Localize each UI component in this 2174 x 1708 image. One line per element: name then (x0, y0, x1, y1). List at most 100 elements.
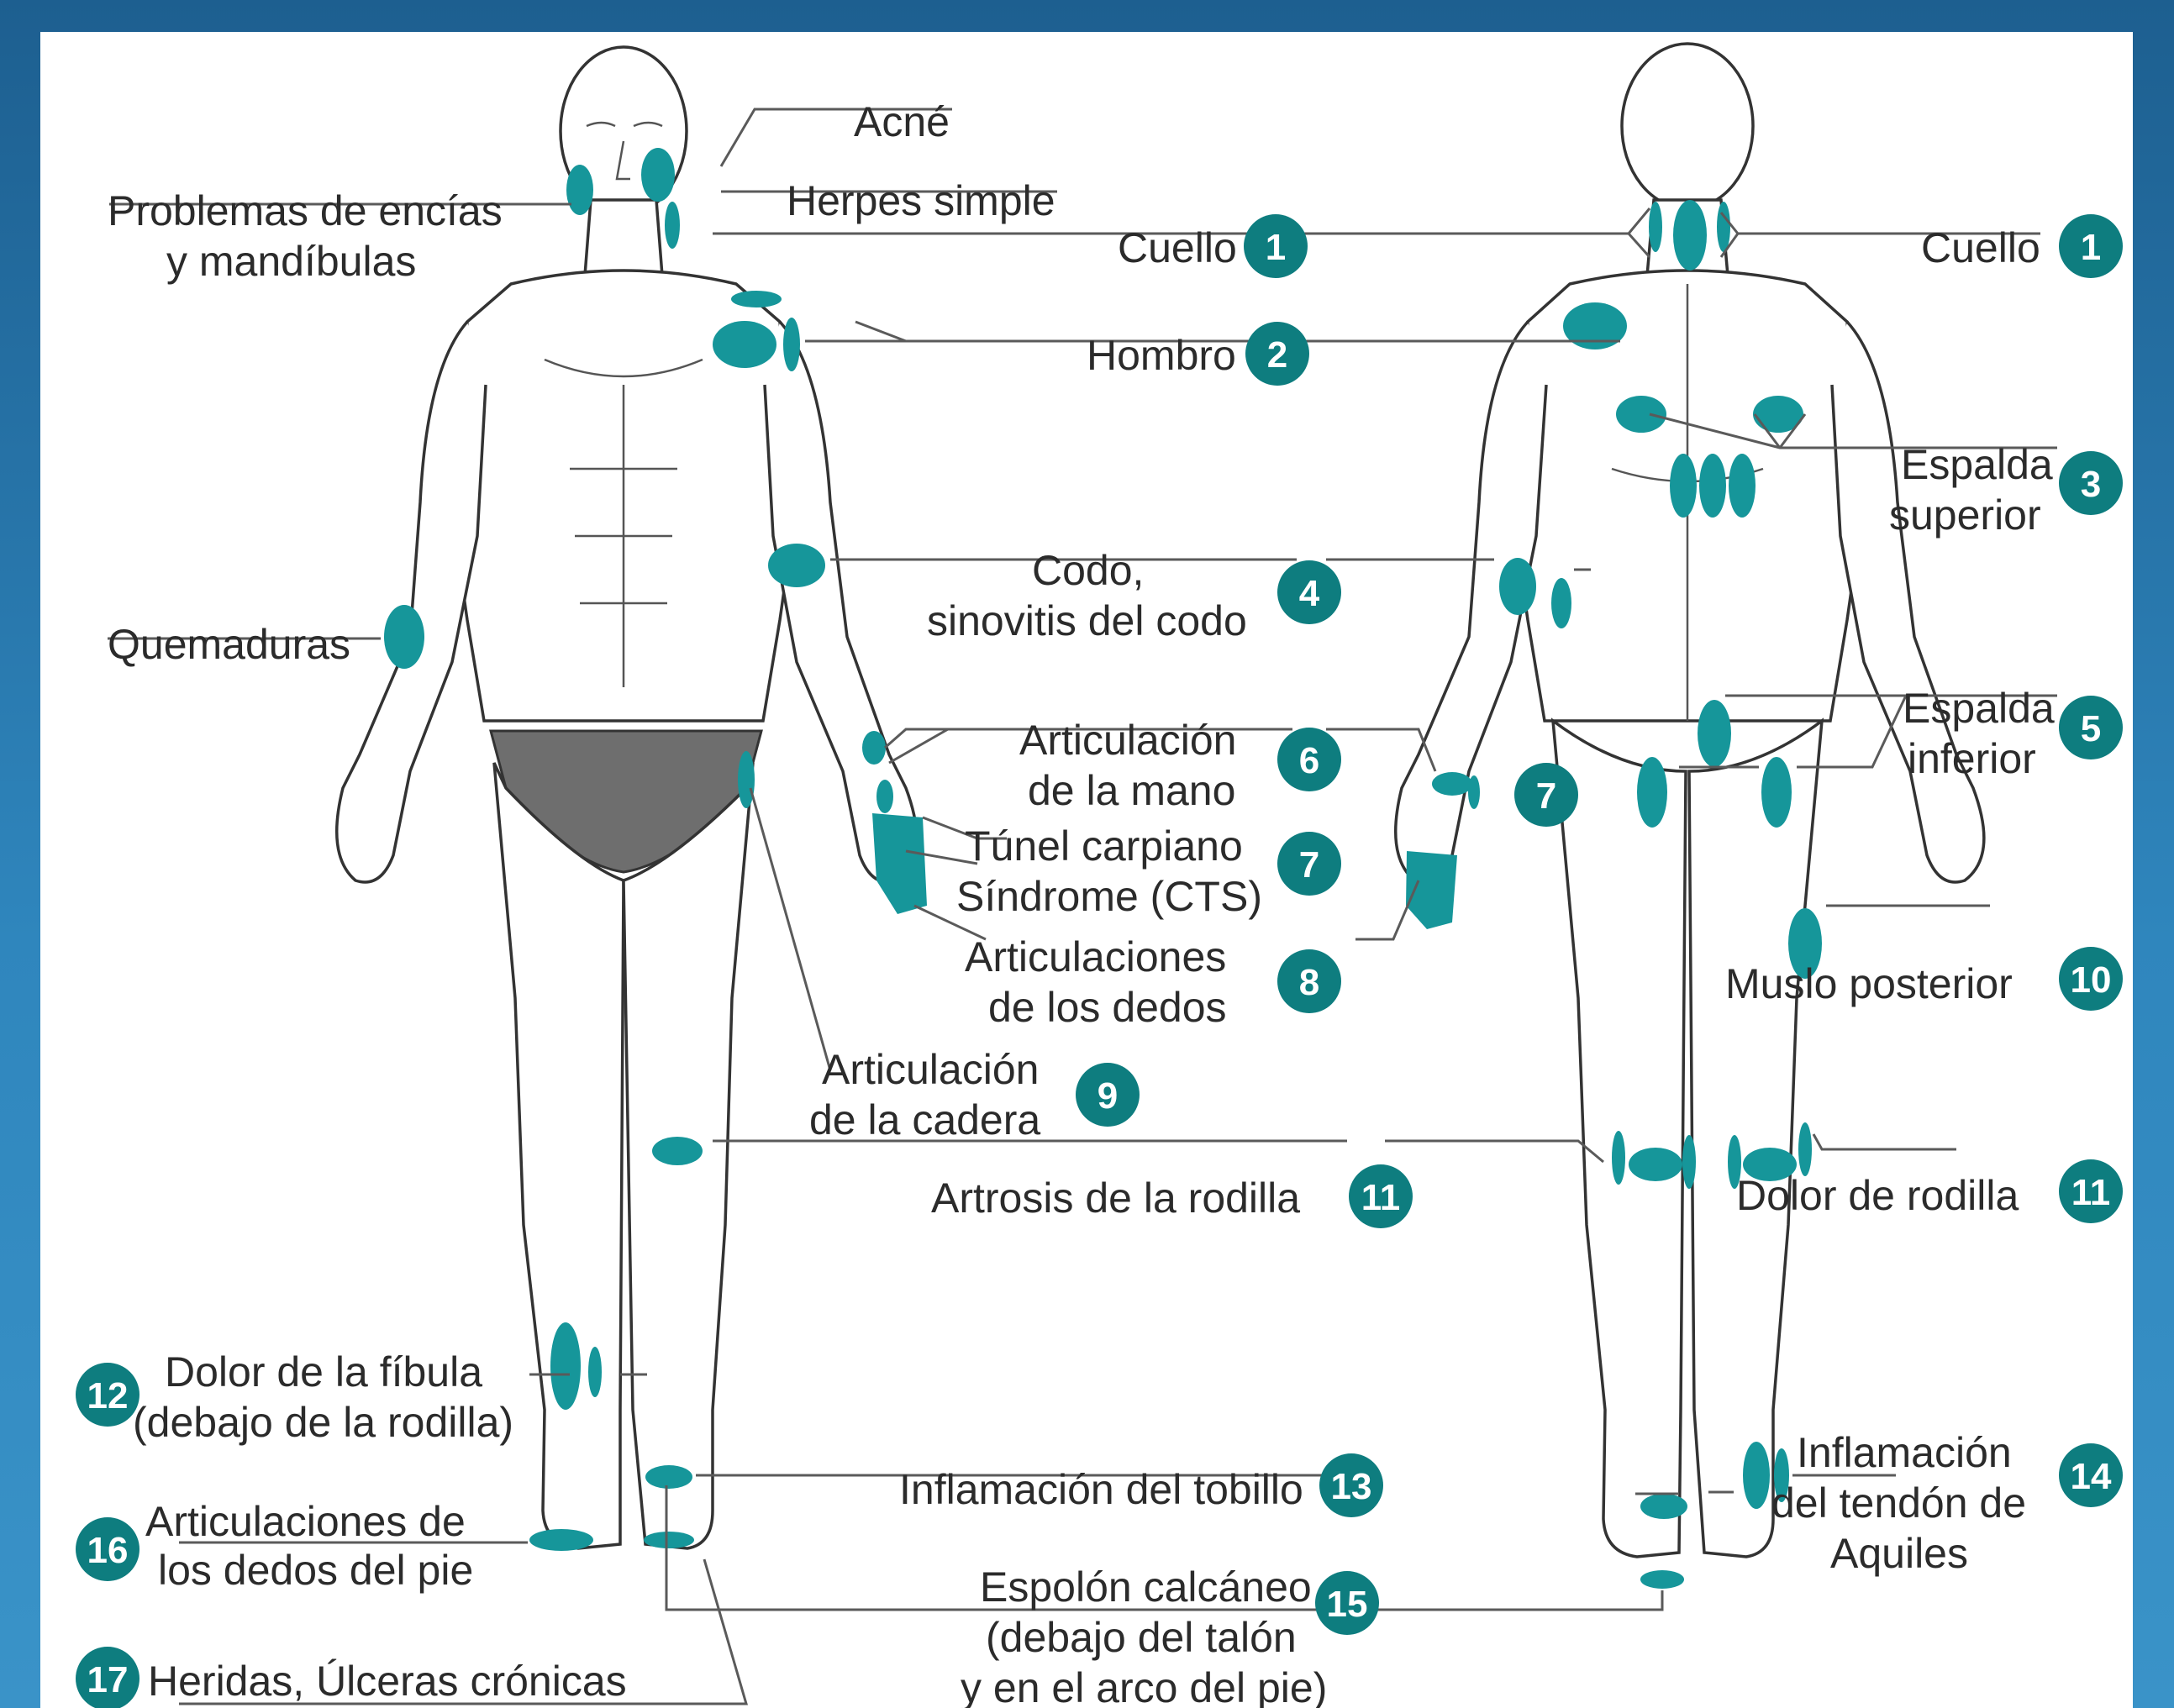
label-burns: Quemaduras (108, 621, 350, 668)
label-achilles-3: Aquiles (1830, 1530, 1968, 1577)
spot-achilles-2 (1774, 1448, 1789, 1502)
spot-neck-back-r (1717, 202, 1730, 252)
svg-text:11: 11 (1361, 1177, 1401, 1218)
label-knee-pain: Dolor de rodilla (1736, 1172, 2019, 1219)
badge-6: 6 (1277, 728, 1341, 791)
badge-12: 12 (76, 1363, 139, 1427)
label-thigh-back: Muslo posterior (1725, 960, 2013, 1007)
spot-ankle-back (1640, 1494, 1687, 1519)
label-lower-back-2: inferior (1908, 735, 2036, 782)
spot-lower-back-r (1761, 757, 1792, 828)
spot-hip (738, 751, 755, 808)
label-upper-back-1: Espalda (1901, 441, 2053, 488)
badge-5: 5 (2059, 696, 2123, 759)
label-heel-3: y en el arco del pie) (961, 1664, 1327, 1708)
svg-text:1: 1 (2081, 227, 2101, 268)
svg-text:15: 15 (1327, 1584, 1368, 1625)
spot-shoulder-side (783, 318, 800, 371)
badge-15: 15 (1315, 1571, 1379, 1635)
svg-text:12: 12 (87, 1375, 129, 1416)
spot-neck-back (1673, 200, 1707, 271)
spot-wrist-back (1432, 772, 1472, 796)
spot-elbow-back (1499, 558, 1536, 615)
svg-text:4: 4 (1299, 573, 1320, 614)
svg-text:6: 6 (1299, 740, 1319, 781)
badge-13: 13 (1319, 1453, 1383, 1517)
svg-text:11: 11 (2071, 1172, 2111, 1213)
label-shoulder: Hombro (1087, 332, 1236, 379)
spot-neck-back-l (1649, 202, 1662, 252)
spot-knee-front (652, 1137, 703, 1165)
spot-burns (384, 605, 424, 669)
spot-ankle-front (645, 1465, 692, 1489)
spot-upper-back-3 (1729, 454, 1756, 518)
badge-7-front: 7 (1277, 832, 1341, 896)
badge-17: 17 (76, 1647, 139, 1708)
spot-fingers-back (1406, 851, 1457, 929)
svg-text:7: 7 (1536, 775, 1556, 817)
badge-7-back: 7 (1514, 763, 1578, 827)
label-knee-arthrosis: Artrosis de la rodilla (931, 1175, 1300, 1222)
spot-elbow-front (768, 544, 825, 587)
label-fingers-2: de los dedos (988, 984, 1227, 1031)
label-achilles-1: Inflamación (1797, 1429, 2012, 1476)
svg-text:14: 14 (2071, 1456, 2112, 1497)
svg-text:3: 3 (2081, 464, 2101, 505)
label-fingers-1: Articulaciones (965, 933, 1226, 980)
spot-achilles (1743, 1442, 1770, 1509)
spot-knee-back-1 (1612, 1131, 1625, 1185)
label-elbow-1: Codo, (1032, 547, 1144, 594)
badge-8: 8 (1277, 949, 1341, 1013)
spot-thigh-back (1788, 908, 1822, 979)
spot-knee-back-4 (1798, 1122, 1812, 1176)
label-gums-1: Problemas de encías (108, 187, 503, 234)
spot-shoulder-front (713, 321, 776, 368)
label-gums-2: y mandíbulas (166, 238, 416, 285)
spot-shoulder-back (1563, 302, 1627, 349)
spot-toes (529, 1529, 593, 1551)
label-lower-back-1: Espalda (1903, 685, 2055, 732)
spot-gums (566, 165, 593, 215)
spot-lower-back-top (1698, 700, 1731, 767)
spot-upper-back-1 (1670, 454, 1697, 518)
svg-text:9: 9 (1098, 1075, 1118, 1117)
label-cts-2: Síndrome (CTS) (956, 873, 1262, 920)
back-body-figure (1394, 42, 1986, 1558)
spot-wounds (644, 1532, 694, 1548)
label-wrist-2: de la mano (1028, 767, 1235, 814)
label-fibula-1: Dolor de la fíbula (165, 1348, 482, 1395)
spot-fibula-2 (588, 1347, 602, 1397)
badge-1-back: 1 (2059, 214, 2123, 278)
spot-knee-back-l (1629, 1148, 1682, 1181)
spot-upper-back-r (1753, 396, 1803, 433)
label-acne: Acné (854, 98, 950, 145)
labels: Acné Herpes simple Problemas de encías y… (108, 98, 2055, 1708)
svg-text:5: 5 (2081, 708, 2101, 749)
svg-text:2: 2 (1267, 334, 1287, 376)
label-herpes: Herpes simple (787, 177, 1055, 224)
svg-text:13: 13 (1331, 1466, 1372, 1507)
badges: 1 1 2 3 4 5 6 7 7 8 9 10 11 11 12 13 14 … (76, 214, 2123, 1708)
badge-11-back: 11 (2059, 1159, 2123, 1223)
badge-10: 10 (2059, 947, 2123, 1011)
spot-lower-back-l (1637, 757, 1667, 828)
label-toes-1: Articulaciones de (145, 1498, 466, 1545)
svg-text:17: 17 (87, 1659, 129, 1700)
label-elbow-2: sinovitis del codo (927, 597, 1247, 644)
label-wrist-1: Articulación (1019, 717, 1236, 764)
spot-fingers-front (872, 813, 927, 914)
svg-text:16: 16 (87, 1530, 129, 1571)
badge-3: 3 (2059, 451, 2123, 515)
label-wounds: Heridas, Úlceras crónicas (148, 1658, 627, 1705)
spot-herpes (641, 148, 675, 202)
front-body-figure (335, 45, 919, 1550)
spot-elbow-back-2 (1551, 578, 1571, 628)
spot-knee-back-2 (1682, 1135, 1696, 1189)
pointer-lines (108, 108, 2057, 1705)
spot-knee-back-3 (1728, 1135, 1741, 1189)
label-hip-2: de la cadera (809, 1096, 1040, 1143)
spot-knee-back-r (1743, 1148, 1797, 1181)
label-heel-2: (debajo del talón (986, 1614, 1297, 1661)
badge-1-front: 1 (1244, 214, 1308, 278)
label-toes-2: los dedos del pie (158, 1547, 473, 1594)
